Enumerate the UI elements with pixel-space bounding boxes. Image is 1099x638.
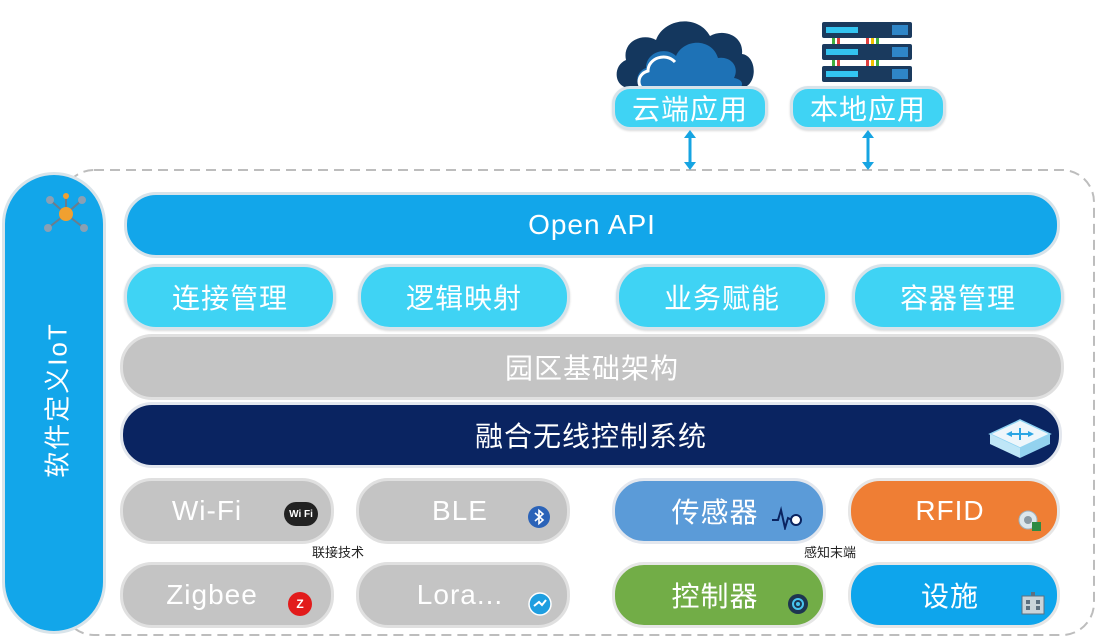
cloud-app-button[interactable]: 云端应用 [612, 86, 768, 130]
converged-wireless-control-layer[interactable]: 融合无线控制系统 [120, 402, 1062, 468]
business-enablement-module[interactable]: 业务赋能 [616, 264, 828, 330]
connectivity-group-label: 联接技术 [312, 545, 365, 560]
cloud-icon [616, 21, 754, 92]
rfid-tag-icon [1018, 510, 1041, 531]
sensor-icon [772, 506, 802, 530]
ble-tech-label: BLE [432, 495, 488, 526]
facility-building-icon [1021, 592, 1045, 615]
controller-icon [788, 594, 808, 614]
zigbee-icon: Z [288, 592, 312, 616]
facility-terminal-label: 设施 [920, 581, 979, 612]
local-app-button[interactable]: 本地应用 [790, 86, 946, 130]
wifi-badge-text: Wi Fi [289, 508, 313, 520]
lora-icon [528, 592, 552, 616]
bluetooth-icon [528, 506, 550, 528]
sensor-terminal-pill[interactable]: 传感器 [612, 478, 826, 544]
zigbee-tech-label: Zigbee [166, 579, 258, 610]
campus-infrastructure-layer[interactable]: 园区基础架构 [120, 334, 1064, 400]
wifi-tech-label: Wi-Fi [171, 495, 243, 526]
wireless-controller-icon [988, 419, 1052, 458]
controller-terminal-label: 控制器 [671, 581, 759, 612]
open-api-layer[interactable]: Open API [124, 192, 1060, 258]
local-arrow-icon [862, 130, 874, 170]
logic-mapping-module[interactable]: 逻辑映射 [358, 264, 570, 330]
wifi-icon: Wi Fi [284, 502, 318, 526]
facility-terminal-pill[interactable]: 设施 [848, 562, 1060, 628]
network-hub-icon [44, 193, 88, 232]
sensor-terminal-label: 传感器 [671, 497, 759, 528]
terminals-group-label: 感知末端 [804, 545, 857, 560]
connection-management-module[interactable]: 连接管理 [124, 264, 336, 330]
cloud-arrow-icon [684, 130, 696, 170]
rfid-terminal-label: RFID [915, 495, 985, 526]
lora-tech-label: Lora... [416, 579, 504, 610]
rfid-terminal-pill[interactable]: RFID [848, 478, 1060, 544]
software-defined-iot-sidebar [2, 172, 106, 634]
sidebar-label: 软件定义IoT [42, 322, 73, 478]
zigbee-badge-text: Z [296, 597, 304, 611]
controller-terminal-pill[interactable]: 控制器 [612, 562, 826, 628]
ble-tech-pill[interactable]: BLE [356, 478, 570, 544]
container-management-module[interactable]: 容器管理 [852, 264, 1064, 330]
server-icon [822, 22, 912, 82]
